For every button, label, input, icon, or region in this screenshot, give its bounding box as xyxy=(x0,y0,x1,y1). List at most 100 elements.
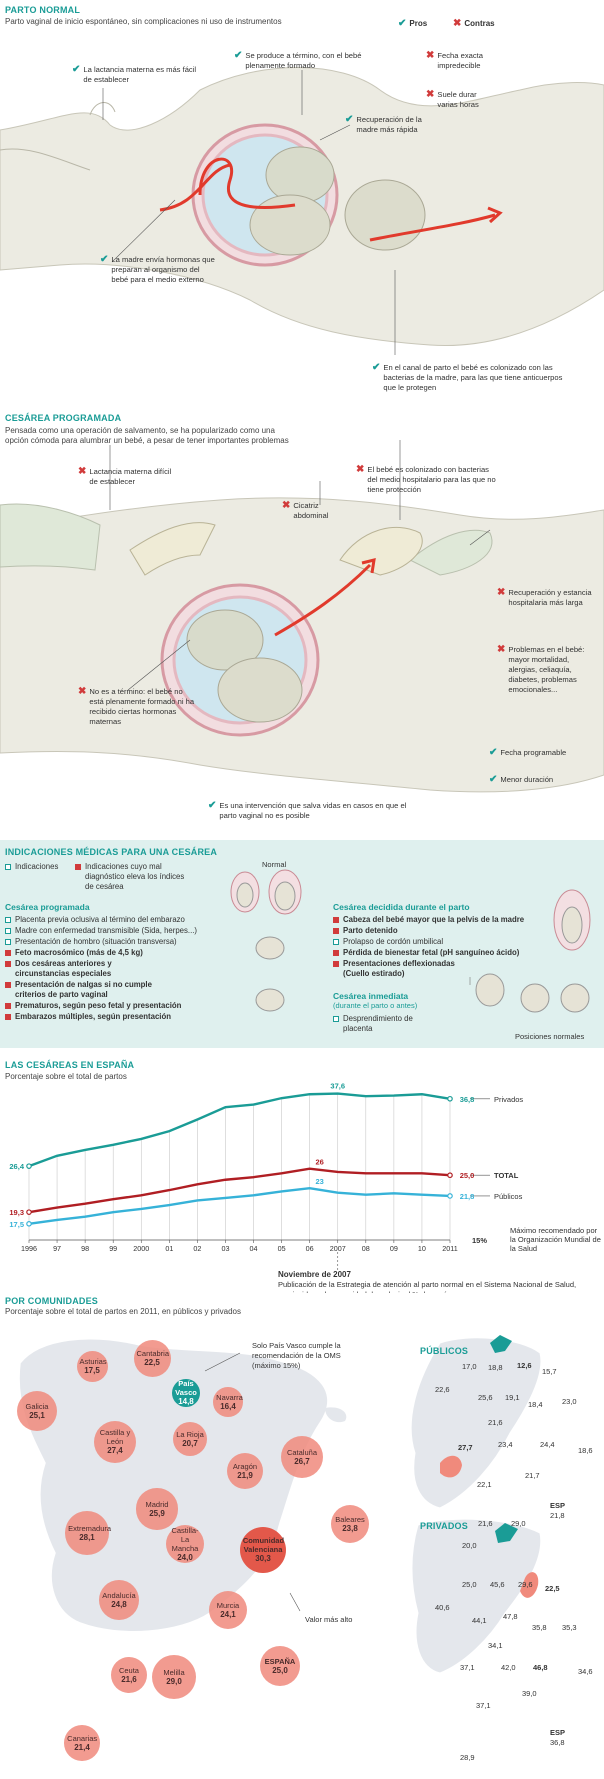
map-value: 37,1 xyxy=(460,1663,475,1672)
region-value: 29,0 xyxy=(166,1676,182,1686)
map-value: 25,6 xyxy=(478,1393,493,1402)
check-icon: ✔ xyxy=(234,50,243,61)
region-name: Madrid xyxy=(145,1499,169,1509)
region-value: 21,4 xyxy=(74,1742,90,1752)
data-label: 17,5 xyxy=(9,1220,24,1229)
cross-icon: ✖ xyxy=(426,50,435,61)
comunidades-title: POR COMUNIDADES xyxy=(5,1296,99,1306)
map-value: 23,0 xyxy=(562,1397,577,1406)
pn-pro-canal: ✔En el canal de parto el bebé es coloniz… xyxy=(372,362,563,393)
cs-contra-bacterias: ✖El bebé es colonizado con bacterias del… xyxy=(356,464,496,495)
max-note: Valor más alto xyxy=(305,1615,353,1624)
region-name: Comunidad Valenciana xyxy=(242,1536,285,1555)
cesarea-subtitle-2: opción cómoda para alumbrar un bebé, a p… xyxy=(5,436,289,445)
region-value: 22,5 xyxy=(144,1358,160,1367)
map-value: 22,5 xyxy=(545,1584,560,1593)
map-value: 44,1 xyxy=(472,1616,487,1625)
map-value: 20,0 xyxy=(462,1541,477,1550)
region-value: 14,8 xyxy=(178,1397,194,1407)
x-tick-label: 98 xyxy=(81,1244,89,1253)
map-value: 45,6 xyxy=(490,1580,505,1589)
map-value: 12,6 xyxy=(517,1361,532,1370)
cs-contra-cicatriz: ✖Cicatriz abdominal xyxy=(282,500,329,521)
list-item: Placenta previa oclusiva al término del … xyxy=(5,915,235,925)
region-name: Melilla xyxy=(163,1667,185,1677)
region-name: Galicia xyxy=(25,1401,49,1411)
list-item: Presentación de hombro (situación transv… xyxy=(5,937,235,947)
region-name: Cantabria xyxy=(136,1349,170,1358)
cross-icon: ✖ xyxy=(78,686,87,697)
region-value: 24,1 xyxy=(220,1609,236,1619)
cs-contra-lactancia: ✖Lactancia materna difícil de establecer xyxy=(78,466,172,487)
series-legend-label: TOTAL xyxy=(494,1171,519,1180)
map-value: 35,8 xyxy=(532,1623,547,1632)
pn-pro-termino: ✔Se produce a término, con el bebé plena… xyxy=(234,50,362,71)
region-value: 28,1 xyxy=(79,1532,95,1542)
map-value: 21,6 xyxy=(478,1519,493,1528)
check-icon: ✔ xyxy=(489,747,498,758)
pn-contra-fecha: ✖Fecha exacta impredecible xyxy=(426,50,483,71)
x-tick-label: 02 xyxy=(193,1244,201,1253)
region-value: 17,5 xyxy=(84,1366,100,1375)
x-tick-label: 1996 xyxy=(21,1244,37,1253)
map-value: 23,4 xyxy=(498,1440,513,1449)
map-value: 37,1 xyxy=(476,1701,491,1710)
region-value: 20,7 xyxy=(182,1438,198,1448)
programada-title: Cesárea programada xyxy=(5,902,90,912)
region-value: 21,6 xyxy=(121,1674,137,1684)
pn-pro-hormonas: ✔La madre envía hormonas que preparan al… xyxy=(100,254,215,285)
data-label: 21,8 xyxy=(460,1192,475,1201)
legend-contras: ✖Contras xyxy=(453,18,495,29)
x-tick-label: 04 xyxy=(250,1244,258,1253)
cross-icon: ✖ xyxy=(282,500,291,511)
map-value: 46,8 xyxy=(533,1663,548,1672)
check-icon: ✔ xyxy=(398,18,407,29)
privados-title: PRIVADOS xyxy=(420,1521,468,1531)
note-text: Publicación de la Estrategia de atención… xyxy=(278,1280,577,1293)
region-name: Aragón xyxy=(232,1461,258,1471)
cs-contra-recuperacion: ✖Recuperación y estancia hospitalaria má… xyxy=(497,587,592,608)
map-value: 40,6 xyxy=(435,1603,450,1612)
series-end-point xyxy=(447,1193,453,1199)
data-label: 26 xyxy=(315,1158,323,1167)
map-value: 39,0 xyxy=(522,1689,537,1698)
x-tick-label: 2011 xyxy=(442,1244,457,1253)
x-tick-label: 09 xyxy=(390,1244,398,1253)
inmediata-title: Cesárea inmediata xyxy=(333,991,409,1001)
region-name: Navarra xyxy=(216,1392,243,1402)
region-name: Murcia xyxy=(216,1600,240,1610)
espana-title: LAS CESÁREAS EN ESPAÑA xyxy=(5,1060,135,1070)
comunidades-section: POR COMUNIDADES Porcentaje sobre el tota… xyxy=(0,1293,604,1779)
publicos-esp-value: 21,8 xyxy=(550,1511,565,1520)
region-name: Extremadura xyxy=(68,1523,112,1533)
comunidades-subtitle: Porcentaje sobre el total de partos en 2… xyxy=(5,1307,241,1316)
legend-filled: Indicaciones cuyo mal diagnóstico eleva … xyxy=(75,862,185,892)
check-icon: ✔ xyxy=(372,362,381,373)
region-value: 24,0 xyxy=(177,1552,193,1562)
inmediata-sub: (durante el parto o antes) xyxy=(333,1001,418,1010)
region-value: 25,0 xyxy=(272,1666,288,1675)
check-icon: ✔ xyxy=(100,254,109,265)
map-value: 21,6 xyxy=(488,1418,503,1427)
list-item: Feto macrosómico (más de 4,5 kg) xyxy=(5,948,235,958)
cross-icon: ✖ xyxy=(78,466,87,477)
x-tick-label: 99 xyxy=(109,1244,117,1253)
parto-normal-illustration xyxy=(0,67,604,355)
decidida-title: Cesárea decidida durante el parto xyxy=(333,902,470,912)
map-value: 17,0 xyxy=(462,1362,477,1371)
region-value: 26,7 xyxy=(294,1456,310,1466)
note-title: Noviembre de 2007 xyxy=(278,1270,351,1279)
region-name: Asturias xyxy=(79,1357,107,1366)
privados-esp: ESP xyxy=(550,1728,566,1737)
region-name: Canarias xyxy=(67,1733,98,1743)
region-value: 24,8 xyxy=(111,1599,127,1609)
